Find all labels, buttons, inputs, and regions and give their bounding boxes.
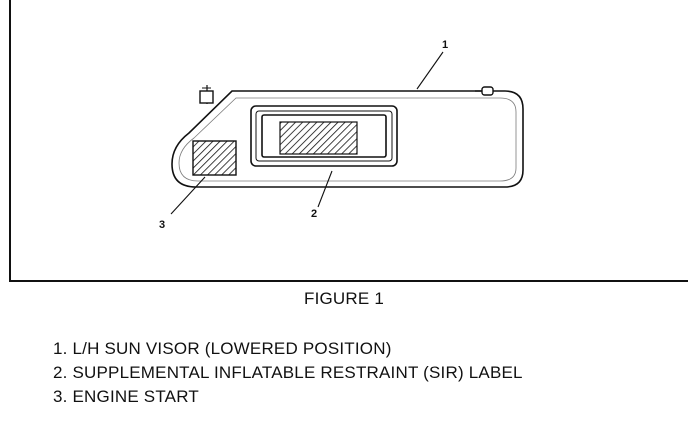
callout-1: 1 [442, 39, 448, 51]
leader-line-1 [416, 51, 444, 90]
visor-mount-clip [199, 85, 214, 104]
callout-2: 2 [311, 208, 317, 220]
callout-3: 3 [159, 219, 165, 231]
legend-item-engine-start: 3. ENGINE START [53, 387, 199, 406]
sun-visor-outline [171, 90, 524, 188]
figure-frame [9, 0, 688, 282]
engine-start-label [192, 140, 237, 176]
visor-pivot-rod [475, 86, 494, 96]
legend-list: 1. L/H SUN VISOR (LOWERED POSITION) 2. S… [53, 337, 523, 409]
sun-visor-inner-edge [178, 97, 517, 182]
legend-item-sir-label: 2. SUPPLEMENTAL INFLATABLE RESTRAINT (SI… [53, 363, 523, 382]
figure-caption: FIGURE 1 [303, 289, 384, 308]
leader-line-2 [317, 170, 333, 208]
figure-illustration: 1 2 3 [9, 0, 688, 282]
leader-line-3 [170, 176, 206, 215]
sir-label [250, 105, 398, 167]
legend-item-sun-visor: 1. L/H SUN VISOR (LOWERED POSITION) [53, 339, 392, 358]
